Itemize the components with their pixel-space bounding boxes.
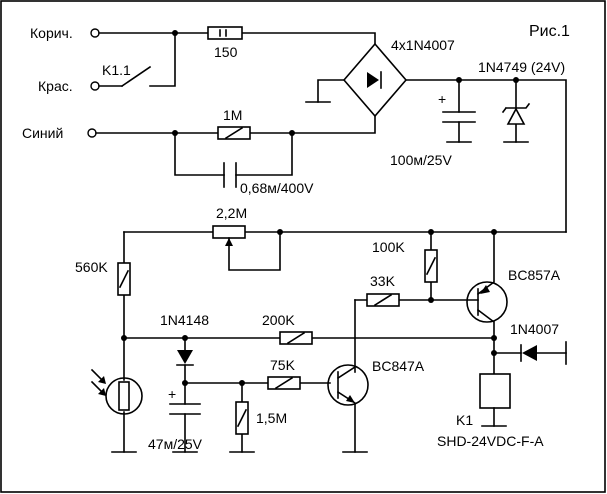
resistor-150-mark [219,29,227,37]
terminal-brown: Корич. [30,25,100,41]
figure-title: Рис.1 [529,23,570,40]
transistor-bc847a-body [327,364,369,406]
transistor-bc847a: BC847A [327,358,425,453]
relay-k1-part-label: SHD-24VDC-F-A [437,433,544,449]
diode-1n4148-triangle [177,350,193,364]
transistor-bc857a-label: BC857A [508,267,561,283]
switch-k1-1: K1.1 [98,32,176,88]
resistor-1-5m-mark [236,408,248,428]
diode-1n4007-triangle [522,345,537,361]
diode-1n4007: 1N4007 [493,321,567,365]
resistor-200k: 200K [262,312,313,345]
relay-k1: K1 SHD-24VDC-F-A [437,373,544,449]
terminal-red: Крас. [38,78,100,94]
resistor-75k-mark [274,376,294,390]
resistor-1m-mark [224,126,244,140]
switch-k1-1-label: K1.1 [102,62,131,78]
capacitor-100u-polarity: + [438,91,446,107]
transistor-bc847a-emitter-arrow [346,395,355,403]
capacitor-47u-label: 47м/25V [148,436,203,452]
resistor-560k-mark [118,269,130,289]
zener-diode-bar [501,102,531,114]
transistor-bc857a-emitter-arrow [480,285,490,294]
bridge-rectifier-diode-symbol [367,72,379,88]
wire-bridge-ground [317,79,345,103]
potentiometer-label: 2,2M [216,205,247,221]
resistor-150: 150 [207,26,243,60]
capacitor-47u-polarity: + [168,386,176,402]
relay-k1-ref-label: K1 [456,412,473,428]
wire-top [98,32,376,45]
diode-1n4148-label: 1N4148 [160,312,209,328]
terminal-red-connector [90,81,100,91]
resistor-1m-label: 1M [223,107,242,123]
resistor-200k-label: 200K [262,312,295,328]
capacitor-068u-label: 0,68м/400V [240,180,314,196]
photoresistor-body [118,381,130,411]
transistor-bc847a-label: BC847A [372,358,425,374]
capacitor-100u-label: 100м/25V [390,152,452,168]
resistor-200k-mark [286,331,306,345]
resistor-100k-mark [425,256,437,276]
potentiometer-wiper [228,231,281,271]
resistor-75k: 75K [267,357,301,390]
photoresistor-light-arrowhead-1 [98,376,106,384]
potentiometer-2-2m: 2,2M [212,205,281,271]
wire-cap-068 [174,132,293,176]
transistor-bc857a-collector [476,308,495,375]
resistor-1-5m: 1,5M [229,382,287,453]
terminal-blue: Синий [22,125,97,141]
resistor-75k-label: 75K [270,357,296,373]
diode-1n4007-label: 1N4007 [510,321,559,337]
zener-diode-1n4749: 1N4749 (24V) [478,59,565,143]
photoresistor-light-arrowhead-2 [98,388,106,396]
resistor-100k: 100K [372,231,438,301]
wire-bridge-bottom [291,115,376,134]
transistor-bc857a-body [466,281,508,323]
resistor-1m: 1M [217,107,251,140]
bridge-rectifier-label: 4x1N4007 [391,37,455,53]
transistor-bc857a: BC857A [430,231,561,375]
resistor-560k-label: 560K [75,259,108,275]
resistor-150-label: 150 [214,44,238,60]
transistor-bc857a-emitter [476,231,495,296]
zener-diode-triangle [506,107,526,125]
terminal-red-label: Крас. [38,78,73,94]
relay-k1-coil [479,373,511,409]
terminal-blue-connector [87,128,97,138]
resistor-1-5m-label: 1,5M [256,410,287,426]
resistor-100k-label: 100K [372,239,405,255]
zener-diode-label: 1N4749 (24V) [478,59,565,75]
capacitor-100u: + 100м/25V [390,79,476,168]
switch-k1-1-return [149,32,176,87]
potentiometer-body [212,225,246,239]
potentiometer-wiper-arrow [225,238,233,246]
resistor-33k-mark [373,293,393,307]
capacitor-068u: 0,68м/400V [223,162,314,196]
capacitor-47u: + 47м/25V [148,382,203,453]
switch-k1-1-blade [120,65,152,88]
diode-1n4148: 1N4148 [160,312,209,384]
resistor-33k-label: 33K [370,273,396,289]
resistor-560k: 560K [75,231,131,339]
terminal-brown-connector [90,28,100,38]
resistor-33k: 33K [354,273,432,307]
terminal-brown-label: Корич. [30,25,73,41]
terminal-blue-label: Синий [22,125,63,141]
transistor-bc847a-collector [336,365,357,380]
photoresistor [90,337,143,453]
resistor-150-body [207,26,243,40]
